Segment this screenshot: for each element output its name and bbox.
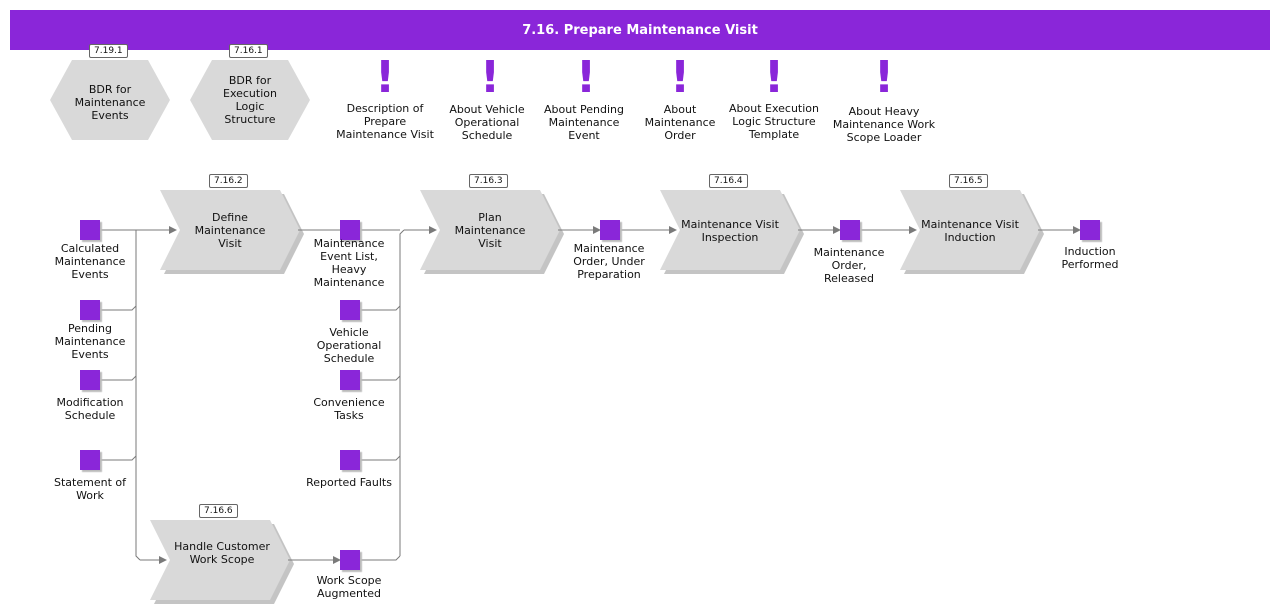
process-label-visit-induction: Maintenance Visit Induction (921, 218, 1019, 244)
exclamation-icon[interactable]: ! (764, 52, 785, 103)
bdr-badge-7-19-1: 7.19.1 (89, 44, 128, 58)
process-label-visit-inspection: Maintenance Visit Inspection (681, 218, 779, 244)
process-label-define-visit: Define Maintenance Visit (194, 211, 266, 250)
note-label-heavy-maintenance-loader: About Heavy Maintenance Work Scope Loade… (832, 105, 936, 144)
event-statement-of-work[interactable] (80, 450, 100, 470)
connectors-left (100, 226, 177, 564)
bdr-hexagon-execution-logic[interactable] (190, 60, 310, 140)
process-plan-maintenance-visit[interactable] (420, 190, 564, 274)
event-label: Calculated Maintenance Events (54, 242, 126, 281)
event-order-released[interactable] (840, 220, 860, 240)
process-handle-customer-work-scope[interactable] (150, 520, 294, 604)
process-badge-7-16-2: 7.16.2 (209, 174, 248, 188)
process-maintenance-visit-induction[interactable] (900, 190, 1044, 274)
exclamation-icon[interactable]: ! (874, 52, 895, 103)
process-badge-7-16-4: 7.16.4 (709, 174, 748, 188)
bdr-hexagon-maintenance-events[interactable] (50, 60, 170, 140)
event-label: Induction Performed (1061, 245, 1119, 271)
event-label: Maintenance Event List, Heavy Maintenanc… (313, 237, 385, 289)
event-label: Work Scope Augmented (316, 574, 382, 600)
process-badge-7-16-5: 7.16.5 (949, 174, 988, 188)
note-label-description: Description of Prepare Maintenance Visit (336, 102, 434, 141)
process-badge-7-16-3: 7.16.3 (469, 174, 508, 188)
event-label: Convenience Tasks (313, 396, 385, 422)
page-title: 7.16. Prepare Maintenance Visit (10, 10, 1270, 50)
event-vehicle-operational-schedule[interactable] (340, 300, 360, 320)
process-label-plan-visit: Plan Maintenance Visit (454, 211, 526, 250)
event-label: Reported Faults (306, 476, 392, 489)
event-convenience-tasks[interactable] (340, 370, 360, 390)
process-maintenance-visit-inspection[interactable] (660, 190, 804, 274)
event-label: Modification Schedule (56, 396, 124, 422)
event-calculated-maintenance-events[interactable] (80, 220, 100, 240)
event-maintenance-event-list[interactable] (340, 220, 360, 240)
event-label: Pending Maintenance Events (54, 322, 126, 361)
exclamation-icon[interactable]: ! (576, 52, 597, 103)
event-reported-faults[interactable] (340, 450, 360, 470)
exclamation-icon[interactable]: ! (375, 52, 396, 103)
bdr-badge-7-16-1: 7.16.1 (229, 44, 268, 58)
event-label: Vehicle Operational Schedule (316, 326, 382, 365)
event-label: Maintenance Order, Released (813, 246, 885, 285)
event-induction-performed[interactable] (1080, 220, 1100, 240)
bdr-label-execution-logic: BDR for Execution Logic Structure (223, 74, 277, 126)
event-pending-maintenance-events[interactable] (80, 300, 100, 320)
process-badge-7-16-6: 7.16.6 (199, 504, 238, 518)
event-order-under-preparation[interactable] (600, 220, 620, 240)
note-label-maintenance-order: About Maintenance Order (644, 103, 716, 142)
connectors-middle (288, 226, 437, 564)
event-modification-schedule[interactable] (80, 370, 100, 390)
exclamation-icon[interactable]: ! (480, 52, 501, 103)
process-define-maintenance-visit[interactable] (160, 190, 304, 274)
event-label: Statement of Work (54, 476, 126, 502)
note-label-pending-event: About Pending Maintenance Event (544, 103, 624, 142)
process-label-customer-work-scope: Handle Customer Work Scope (174, 540, 270, 566)
note-label-execution-logic-template: About Execution Logic Structure Template (729, 102, 819, 141)
note-label-vehicle-schedule: About Vehicle Operational Schedule (449, 103, 525, 142)
event-work-scope-augmented[interactable] (340, 550, 360, 570)
event-label: Maintenance Order, Under Preparation (573, 242, 645, 281)
exclamation-icon[interactable]: ! (670, 52, 691, 103)
bdr-label-maintenance-events: BDR for Maintenance Events (74, 83, 146, 122)
